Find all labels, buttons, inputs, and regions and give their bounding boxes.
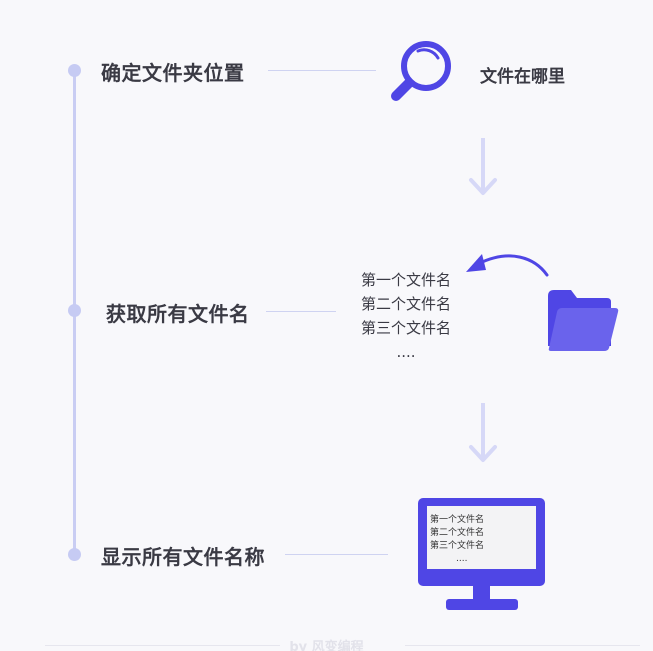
step2-connector	[266, 311, 336, 312]
step3-connector	[285, 554, 388, 555]
step2-dot	[68, 304, 81, 317]
footer-credit: by 风变编程	[289, 640, 364, 651]
step2-label: 获取所有文件名	[106, 302, 250, 326]
file-name-item: ....	[396, 343, 416, 361]
file-name-list: 第一个文件名 第二个文件名 第三个文件名 ....	[346, 268, 466, 364]
monitor-file-item: 第二个文件名	[430, 528, 485, 538]
step1-dot	[68, 64, 81, 77]
footer-divider	[405, 645, 640, 646]
folder-icon	[548, 290, 619, 351]
monitor-file-list: 第一个文件名 第二个文件名 第三个文件名 ....	[430, 514, 530, 566]
step1-connector	[268, 70, 376, 71]
monitor-icon	[418, 498, 545, 610]
step1-label: 确定文件夹位置	[101, 61, 245, 85]
step3-label: 显示所有文件名称	[101, 545, 265, 569]
step3-dot	[68, 548, 81, 561]
down-arrow-icon	[469, 403, 497, 462]
file-name-item: 第三个文件名	[360, 319, 451, 337]
down-arrow-icon	[469, 138, 497, 195]
monitor-file-item: ....	[456, 554, 468, 564]
monitor-file-item: 第一个文件名	[430, 515, 485, 525]
file-name-item: 第二个文件名	[360, 295, 451, 313]
curved-arrow-icon	[466, 254, 549, 277]
monitor-file-item: 第三个文件名	[430, 541, 485, 551]
step1-note: 文件在哪里	[480, 67, 565, 87]
file-name-item: 第一个文件名	[360, 271, 451, 289]
search-icon	[391, 41, 451, 101]
footer-divider	[45, 645, 280, 646]
